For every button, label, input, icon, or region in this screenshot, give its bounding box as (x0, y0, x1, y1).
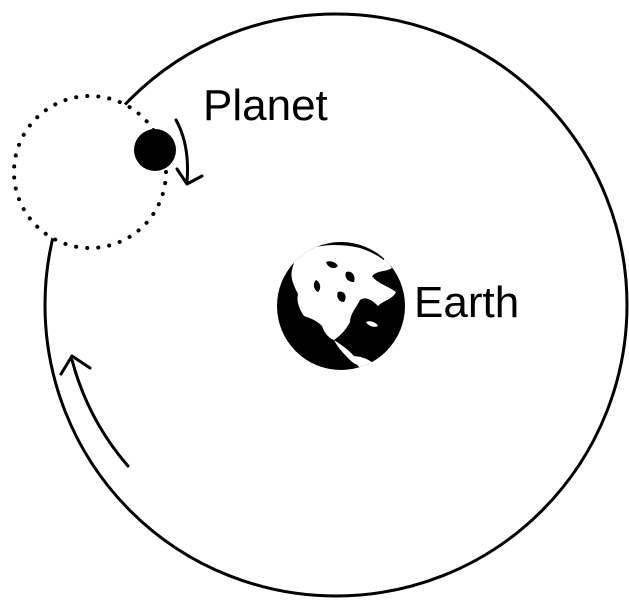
planet-dot-icon (134, 129, 176, 171)
earth-globe-icon (277, 242, 405, 371)
epicycle-direction-arrow (176, 120, 202, 184)
epicycle-orbit (14, 96, 166, 248)
earth-label: Earth (414, 278, 519, 327)
deferent-direction-arrow (61, 356, 128, 466)
planet-label: Planet (203, 81, 328, 130)
